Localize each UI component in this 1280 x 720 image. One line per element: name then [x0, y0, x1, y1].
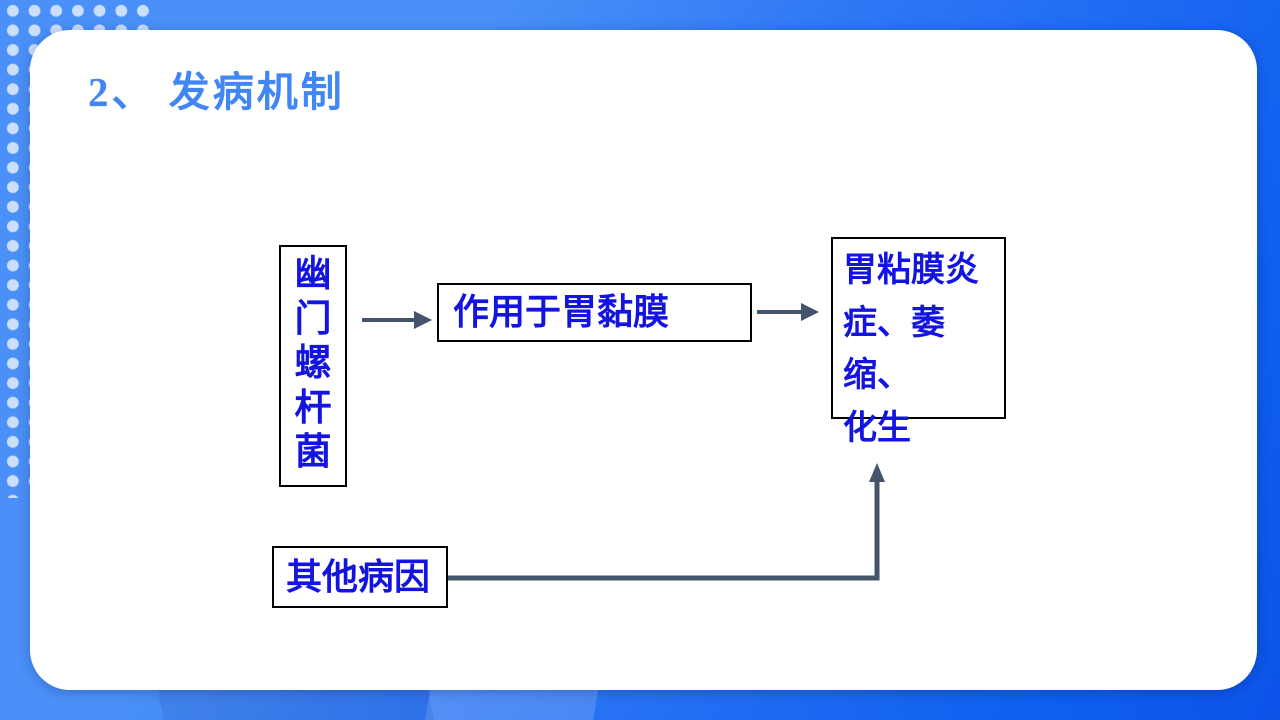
- node-other-causes: 其他病因: [272, 546, 448, 608]
- node-helicobacter-pylori: 幽门螺杆菌: [279, 245, 347, 487]
- arrow-hp-to-action: [362, 311, 432, 329]
- arrow-other-causes-elbow: [448, 463, 885, 581]
- node-result-line-2: 症、萎缩、: [843, 304, 945, 395]
- node-helicobacter-pylori-label: 幽门螺杆菌: [294, 254, 332, 473]
- node-other-causes-label: 其他病因: [286, 557, 431, 597]
- bottom-light-wedge-decoration: [425, 686, 599, 720]
- slide-title: 2、 发病机制: [88, 69, 345, 115]
- node-result-line-3: 化生: [843, 409, 911, 447]
- arrow-action-to-result: [757, 303, 819, 321]
- node-acts-on-gastric-mucosa: 作用于胃黏膜: [437, 283, 752, 342]
- slide-content-card: 2、 发病机制 幽门螺杆菌 作用于胃黏膜 胃粘膜炎 症、萎缩、 化生 其他病因: [30, 30, 1257, 690]
- node-result-line-1: 胃粘膜炎: [843, 252, 979, 289]
- connector-layer: [362, 303, 885, 581]
- node-mucosa-inflammation-atrophy-metaplasia: 胃粘膜炎 症、萎缩、 化生: [831, 237, 1006, 447]
- node-acts-on-gastric-mucosa-label: 作用于胃黏膜: [453, 292, 670, 332]
